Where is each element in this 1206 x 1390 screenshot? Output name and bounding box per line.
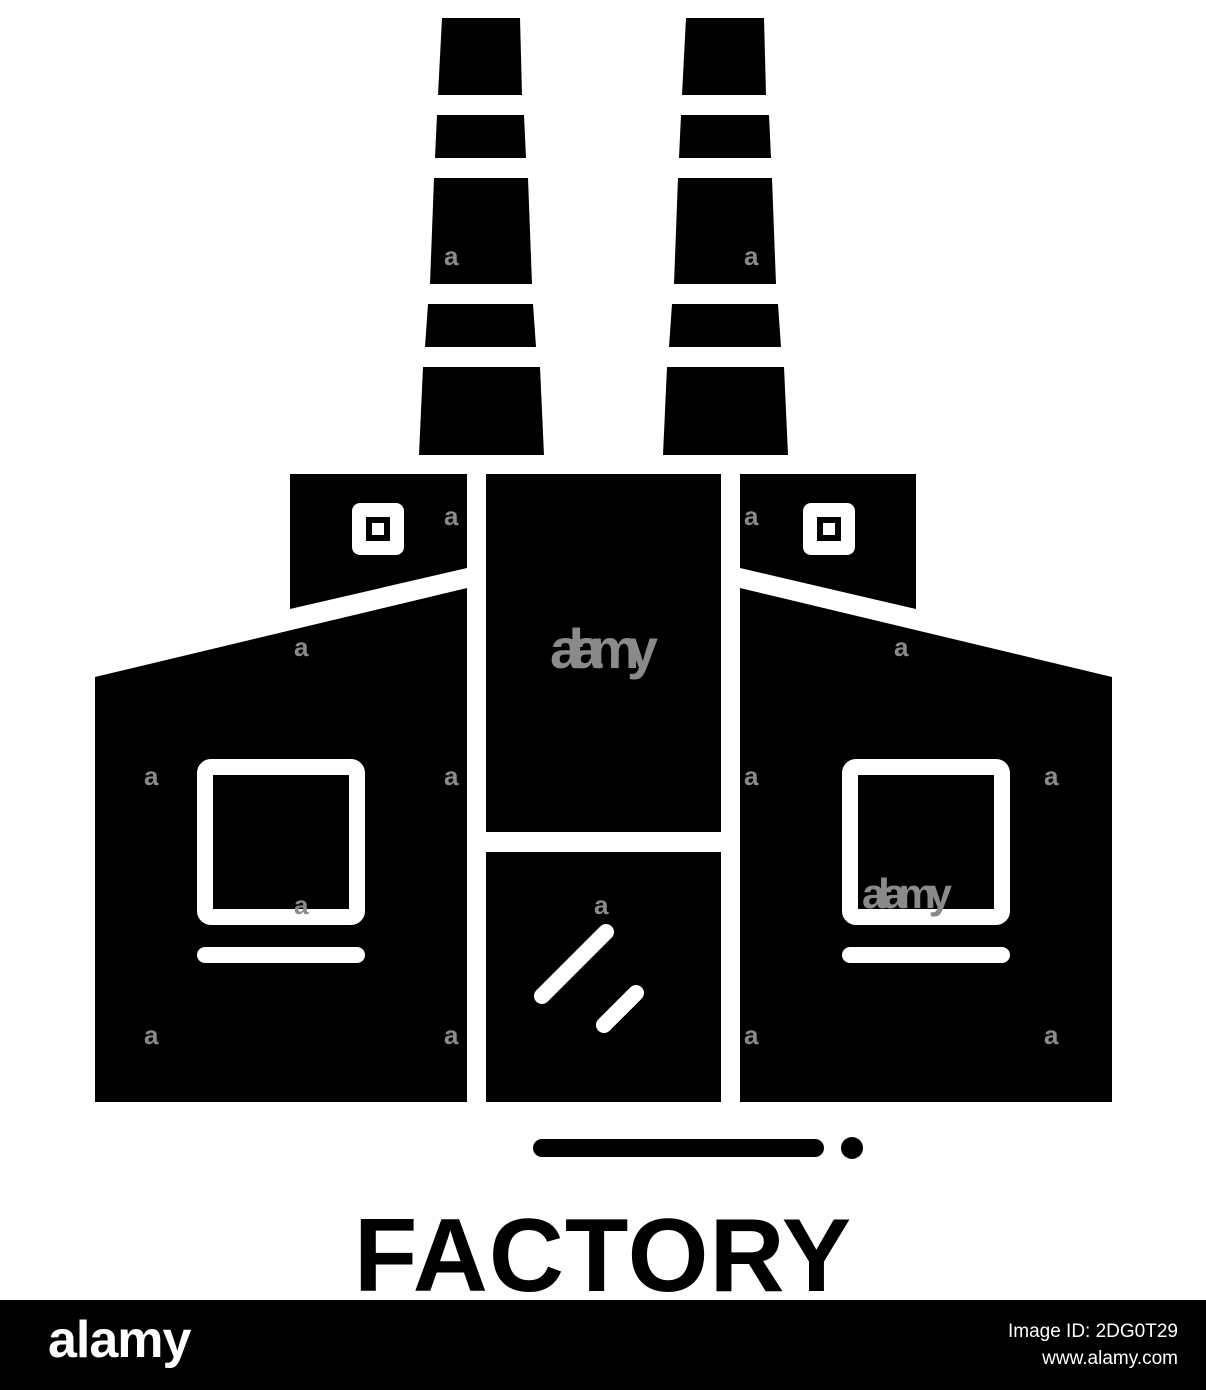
- svg-text:a: a: [894, 632, 909, 662]
- stock-footer-bar: alamy Image ID: 2DG0T29 www.alamy.com: [0, 1300, 1206, 1390]
- alamy-logo: alamy: [48, 1311, 191, 1369]
- right-wing: [740, 588, 1112, 1102]
- svg-text:a: a: [744, 501, 759, 531]
- upper-right-block: [740, 474, 916, 609]
- svg-text:a: a: [594, 890, 609, 920]
- upper-left-block: [290, 474, 467, 609]
- svg-text:a: a: [744, 241, 759, 271]
- svg-text:a: a: [444, 241, 459, 271]
- image-info: Image ID: 2DG0T29 www.alamy.com: [1008, 1318, 1178, 1372]
- svg-text:alamy: alamy: [862, 870, 953, 917]
- left-wing: [95, 588, 467, 1102]
- svg-text:a: a: [144, 1020, 159, 1050]
- factory-caption: FACTORY: [353, 1198, 853, 1314]
- svg-text:a: a: [444, 761, 459, 791]
- watermark: alamy alamy a a a a a a a a a a a a a a …: [144, 241, 1059, 1050]
- right-chimney: [663, 18, 788, 455]
- svg-text:a: a: [1044, 761, 1059, 791]
- website-text: www.alamy.com: [1042, 1348, 1178, 1369]
- left-chimney: [419, 18, 544, 455]
- svg-text:a: a: [1044, 1020, 1059, 1050]
- svg-text:alamy: alamy: [550, 617, 658, 680]
- svg-text:a: a: [444, 501, 459, 531]
- factory-icon: alamy alamy a a a a a a a a a a a a a a …: [95, 18, 1112, 1159]
- svg-text:a: a: [144, 761, 159, 791]
- svg-text:a: a: [744, 1020, 759, 1050]
- base-line: [533, 1137, 863, 1159]
- svg-text:a: a: [444, 1020, 459, 1050]
- svg-text:a: a: [294, 632, 309, 662]
- svg-text:a: a: [744, 761, 759, 791]
- image-id-text: Image ID: 2DG0T29: [1007, 1321, 1178, 1342]
- center-tower: [486, 474, 721, 1102]
- svg-text:a: a: [294, 890, 309, 920]
